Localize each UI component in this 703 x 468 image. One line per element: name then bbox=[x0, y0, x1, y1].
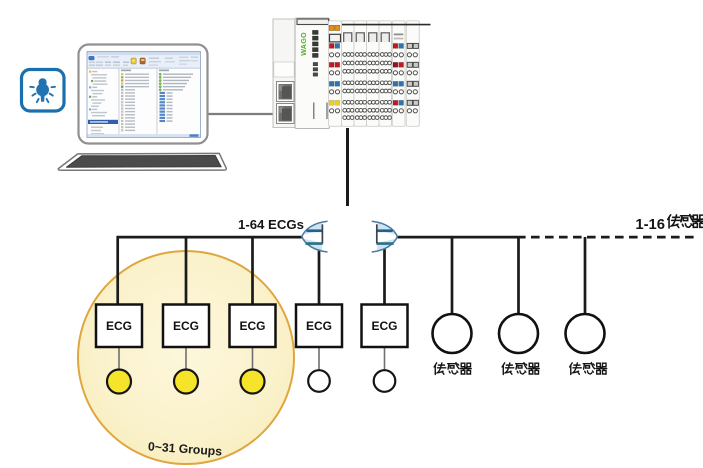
svg-text:ECG: ECG bbox=[306, 319, 332, 333]
svg-text:1-64 ECGs: 1-64 ECGs bbox=[238, 217, 304, 232]
svg-text:1-16: 1-16 bbox=[635, 217, 665, 233]
svg-text:ECG: ECG bbox=[173, 319, 199, 333]
svg-text:0~31 Groups: 0~31 Groups bbox=[148, 439, 223, 458]
svg-text:WAGO: WAGO bbox=[299, 32, 308, 56]
svg-text:ECG: ECG bbox=[371, 319, 397, 333]
svg-text:ECG: ECG bbox=[239, 319, 265, 333]
svg-text:ECG: ECG bbox=[106, 319, 132, 333]
